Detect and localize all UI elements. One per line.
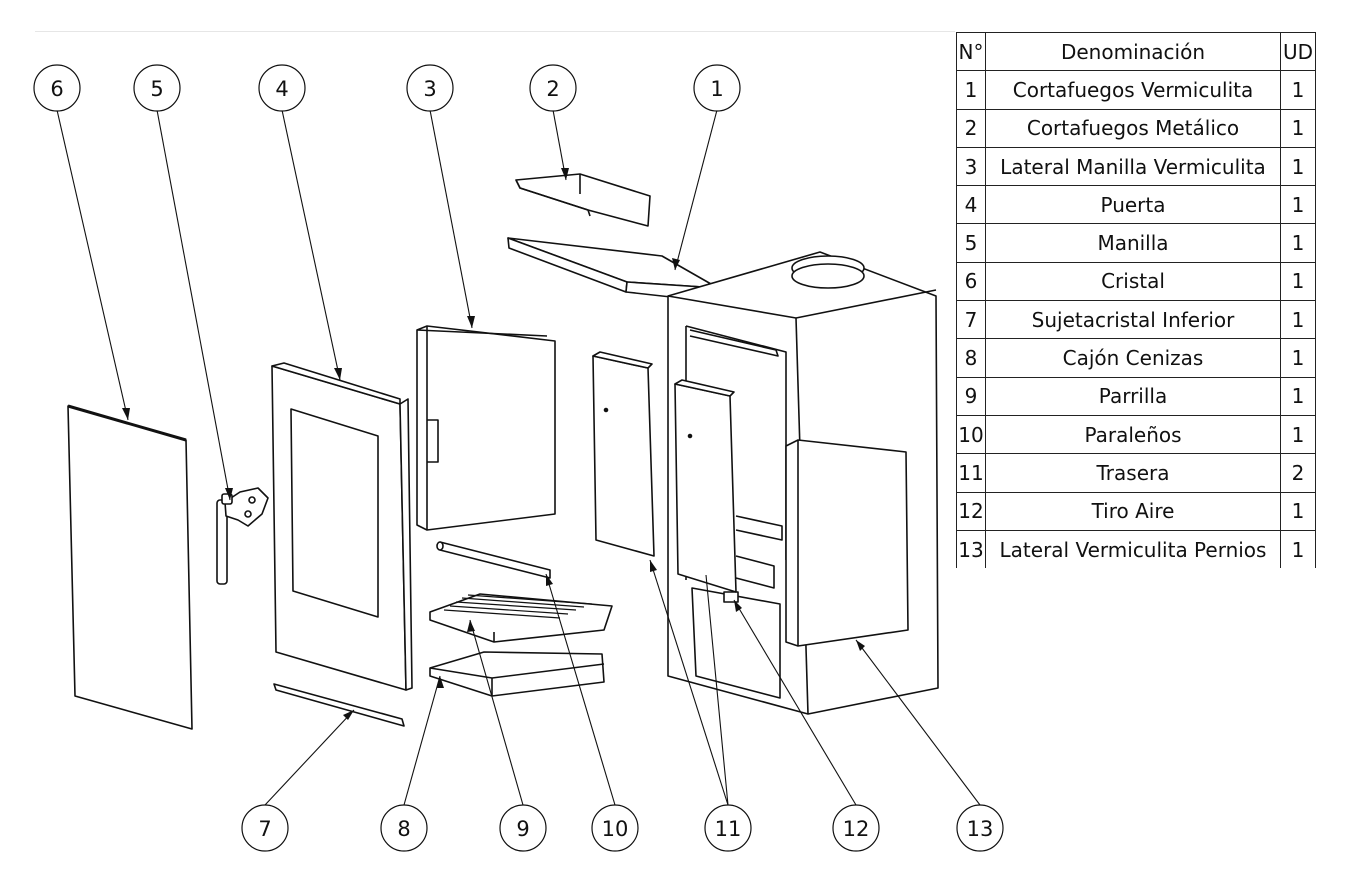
- balloon-7: [241, 804, 289, 852]
- balloon-label-4: 4: [275, 77, 288, 101]
- row-units: 1: [1280, 529, 1316, 569]
- balloon-6: [33, 64, 81, 112]
- header-denomination: Denominación: [985, 31, 1281, 72]
- row-name: Lateral Manilla Vermiculita: [985, 146, 1281, 187]
- part-cortafuegos-metalico: [515, 173, 651, 227]
- table-header-row: N° Denominación UD: [956, 31, 1316, 72]
- balloon-label-1: 1: [710, 77, 723, 101]
- row-name: Manilla: [985, 223, 1281, 263]
- row-units: 1: [1280, 338, 1316, 378]
- row-number: 5: [956, 223, 986, 263]
- balloon-1: [693, 64, 741, 112]
- part-trasera-right: [674, 379, 737, 593]
- row-number: 9: [956, 376, 986, 416]
- part-cristal: [67, 404, 193, 730]
- row-units: 1: [1280, 70, 1316, 110]
- balloon-label-12: 12: [843, 817, 870, 841]
- balloon-label-10: 10: [602, 817, 629, 841]
- balloon-2: [529, 64, 577, 112]
- balloon-label-5: 5: [150, 77, 163, 101]
- balloon-label-8: 8: [397, 817, 410, 841]
- part-sujetacristal-inferior: [273, 683, 405, 727]
- row-name: Lateral Vermiculita Pernios: [985, 529, 1281, 569]
- balloon-12: [832, 804, 880, 852]
- row-units: 1: [1280, 414, 1316, 455]
- balloon-label-3: 3: [423, 77, 436, 101]
- row-name: Parrilla: [985, 376, 1281, 416]
- row-number: 7: [956, 300, 986, 340]
- row-number: 10: [956, 414, 986, 455]
- part-puerta: [271, 362, 413, 691]
- row-units: 1: [1280, 491, 1316, 531]
- row-name: Cristal: [985, 261, 1281, 302]
- balloon-13: [956, 804, 1004, 852]
- row-number: 11: [956, 453, 986, 493]
- row-name: Cajón Cenizas: [985, 338, 1281, 378]
- header-number: N°: [956, 31, 986, 72]
- row-units: 1: [1280, 108, 1316, 148]
- header-units: UD: [1280, 31, 1316, 72]
- part-parrilla: [429, 593, 613, 643]
- balloon-label-9: 9: [516, 817, 529, 841]
- row-units: 1: [1280, 261, 1316, 302]
- row-number: 6: [956, 261, 986, 302]
- row-number: 4: [956, 185, 986, 225]
- balloon-8: [380, 804, 428, 852]
- balloon-4: [258, 64, 306, 112]
- row-number: 2: [956, 108, 986, 148]
- row-units: 1: [1280, 146, 1316, 187]
- row-units: 1: [1280, 300, 1316, 340]
- balloon-label-7: 7: [258, 817, 271, 841]
- balloon-10: [591, 804, 639, 852]
- row-name: Trasera: [985, 453, 1281, 493]
- part-trasera-left: [592, 351, 655, 557]
- part-paralenos: [436, 541, 551, 579]
- balloon-11: [704, 804, 752, 852]
- part-lateral-vermiculita-pernios: [785, 439, 909, 647]
- row-name: Cortafuegos Vermiculita: [985, 70, 1281, 110]
- row-name: Paraleños: [985, 414, 1281, 455]
- part-manilla: [216, 487, 269, 585]
- row-name: Tiro Aire: [985, 491, 1281, 531]
- leader-arrowheads: [122, 168, 865, 720]
- balloon-label-11: 11: [715, 817, 742, 841]
- row-units: 1: [1280, 376, 1316, 416]
- row-units: 2: [1280, 453, 1316, 493]
- row-number: 13: [956, 529, 986, 569]
- row-number: 8: [956, 338, 986, 378]
- balloon-3: [406, 64, 454, 112]
- row-units: 1: [1280, 223, 1316, 263]
- row-number: 1: [956, 70, 986, 110]
- sheet-border-line: [35, 31, 955, 32]
- row-name: Cortafuegos Metálico: [985, 108, 1281, 148]
- balloon-label-2: 2: [546, 77, 559, 101]
- balloon-9: [499, 804, 547, 852]
- row-units: 1: [1280, 185, 1316, 225]
- leader-lines: [56, 109, 981, 806]
- balloon-label-6: 6: [50, 77, 63, 101]
- balloon-5: [133, 64, 181, 112]
- row-number: 3: [956, 146, 986, 187]
- row-name: Sujetacristal Inferior: [985, 300, 1281, 340]
- balloon-label-13: 13: [967, 817, 994, 841]
- row-number: 12: [956, 491, 986, 531]
- part-cajon-cenizas: [429, 651, 605, 697]
- row-name: Puerta: [985, 185, 1281, 225]
- part-lateral-manilla-vermiculita: [416, 325, 556, 531]
